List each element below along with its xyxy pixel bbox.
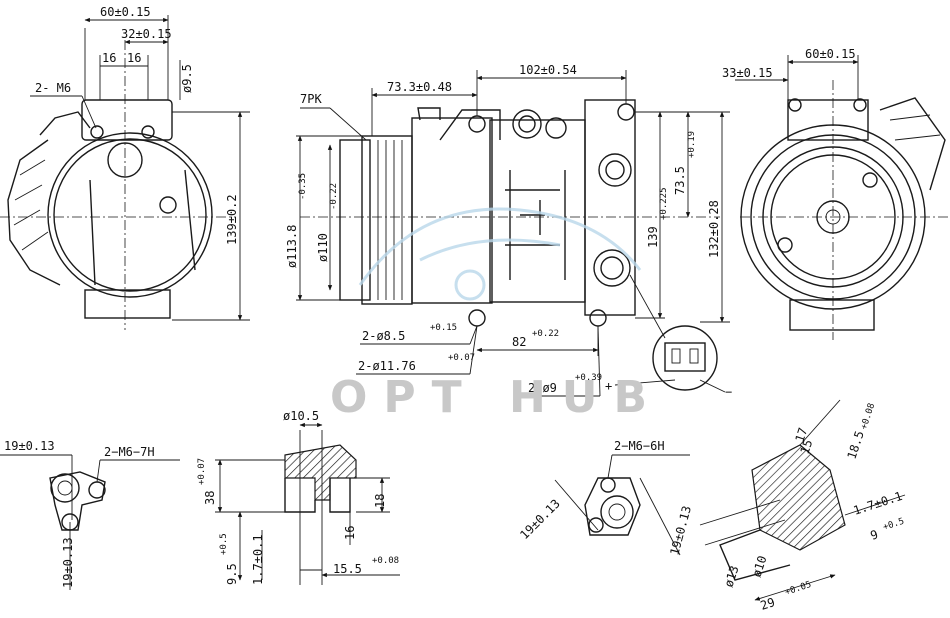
dim-d10.5: ø10.5 — [283, 409, 319, 423]
thread-br-m6: 2−M6−6H — [614, 439, 665, 453]
right-end-view: 60±0.15 33±0.15 — [722, 47, 950, 340]
dim-16a: 16 — [102, 51, 116, 65]
dim-73.3: 73.3±0.48 — [387, 80, 452, 94]
dim-82-tol: +0.22 — [532, 329, 559, 339]
dim-d110-tol: -0.22 — [329, 183, 339, 210]
connector-plus: + — [605, 379, 612, 393]
dim-102: 102±0.54 — [519, 63, 577, 77]
dim-38: 38 — [203, 491, 217, 505]
dim-18.5: 18.5 — [845, 429, 867, 461]
dim-18.5-tol: +0.08 — [859, 402, 877, 431]
dim-d9.5: ø9.5 — [180, 64, 194, 93]
dim-73.5: 73.5 — [673, 166, 687, 195]
dim-fr-17: 17 — [793, 426, 811, 444]
dim-d113.8: ø113.8 — [285, 225, 299, 268]
hole-11.76-label: 2-ø11.76 — [358, 359, 416, 373]
dim-r33: 33±0.15 — [722, 66, 773, 80]
connector-minus: − — [725, 385, 732, 399]
dim-73.5-tol: +0.19 — [687, 131, 697, 158]
dim-fr-29-tol: +0.05 — [784, 580, 813, 598]
dim-38-tol: +0.07 — [197, 458, 207, 485]
dim-16b: 16 — [127, 51, 141, 65]
dim-fr-9: 9 — [869, 527, 880, 543]
watermark: OPT HUB — [330, 207, 663, 423]
dim-32: 32±0.15 — [121, 27, 172, 41]
dim-fr-1.7: 1.7±0.1 — [852, 489, 904, 518]
dim-bl-19: 19±0.13 — [4, 439, 55, 453]
dim-9.5-tol: +0.5 — [219, 533, 229, 555]
dim-15.5: 15.5 — [333, 562, 362, 576]
detail-bottom-left: 19±0.13 2−M6−7H 19±0.13 — [0, 439, 180, 590]
dim-15.5-tol: +0.08 — [372, 556, 399, 566]
dim-d113.8-tol: -0.35 — [298, 173, 308, 200]
dim-132: 132±0.28 — [707, 200, 721, 258]
dim-r60: 60±0.15 — [805, 47, 856, 61]
watermark-text: OPT HUB — [330, 372, 663, 423]
dim-60: 60±0.15 — [100, 5, 151, 19]
left-side-view: 60±0.15 32±0.15 16 16 2- M6 ø9.5 139±0.2 — [0, 5, 250, 330]
car-logo-icon — [358, 207, 642, 286]
dim-139-center: 139 — [646, 226, 660, 248]
dim-16: 16 — [343, 526, 357, 540]
dim-d13: ø13 — [722, 564, 742, 589]
thread-bl-m6: 2−M6−7H — [104, 445, 155, 459]
dim-bl-19v: 19±0.13 — [61, 537, 75, 588]
dim-fr-29: 29 — [759, 595, 777, 613]
detail-bottom-middle: ø10.5 38 +0.07 9.5 +0.5 1.7±0.1 16 18 15… — [197, 409, 400, 585]
dim-18: 18 — [373, 494, 387, 508]
center-front-view: 73.3±0.48 102±0.54 7PK ø113.8 -0.35 ø110… — [285, 63, 732, 399]
dim-9.5: 9.5 — [225, 563, 239, 585]
dim-82: 82 — [512, 335, 526, 349]
belt-7pk-label: 7PK — [300, 92, 322, 106]
dim-br-19a: 19±0.13 — [517, 496, 563, 542]
dim-139: 139±0.2 — [225, 194, 239, 245]
dim-fr-9-tol: +0.5 — [882, 517, 906, 533]
hole-9-label: 2-ø9 — [528, 381, 557, 395]
dim-d110: ø110 — [316, 233, 330, 262]
hole-11.76-tol: +0.07 — [448, 353, 475, 363]
hole-8.5-tol: +0.15 — [430, 323, 457, 333]
dim-br-19b: 19±0.13 — [667, 504, 694, 556]
dim-139-tol: +0.225 — [659, 187, 669, 220]
hole-8.5-label: 2-ø8.5 — [362, 329, 405, 343]
hole-9-tol: +0.39 — [575, 373, 602, 383]
detail-bottom-right: 2−M6−6H 19±0.13 19±0.13 — [517, 439, 694, 557]
dim-d10: ø10 — [750, 554, 770, 579]
dim-1.7: 1.7±0.1 — [251, 534, 265, 585]
thread-label-m6: 2- M6 — [35, 81, 71, 95]
detail-fitting-section: 18.5 +0.08 17 15 1.7±0.1 9 +0.5 ø13 ø10 … — [699, 399, 906, 613]
dim-fr-15: 15 — [798, 438, 816, 456]
